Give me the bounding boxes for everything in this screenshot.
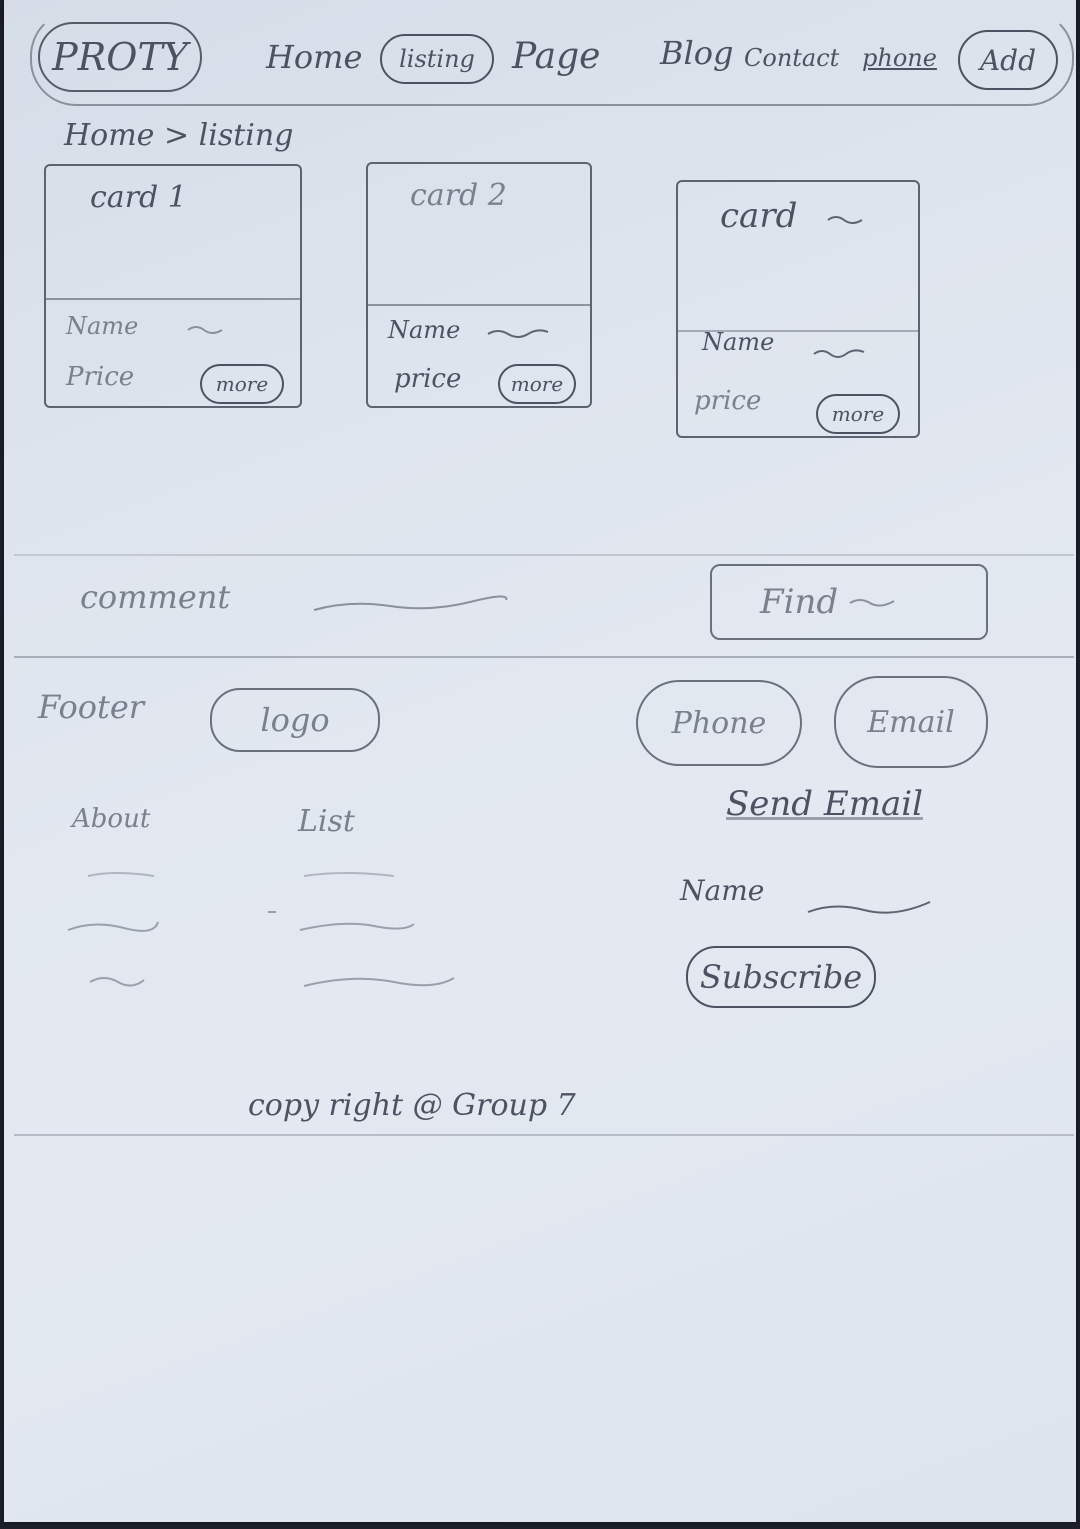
send-email-heading: Send Email bbox=[726, 784, 923, 824]
find-button[interactable]: Find bbox=[710, 564, 988, 640]
card-title: card bbox=[720, 196, 798, 236]
comment-label: comment bbox=[80, 578, 231, 616]
card-name-label: Name bbox=[702, 328, 775, 356]
card-price-label: price bbox=[394, 364, 462, 394]
footer-logo[interactable]: logo bbox=[210, 688, 380, 752]
listing-card[interactable]: card 2 Name price more bbox=[366, 162, 592, 408]
card-name-label: Name bbox=[66, 312, 139, 340]
nav-item-home[interactable]: Home bbox=[266, 38, 363, 76]
add-button[interactable]: Add bbox=[958, 30, 1058, 90]
nav-item-phone[interactable]: phone bbox=[862, 44, 937, 72]
placeholder-squiggle bbox=[187, 326, 223, 334]
placeholder-squiggle bbox=[827, 216, 863, 224]
navbar bbox=[30, 10, 1074, 106]
footer-phone-button[interactable]: Phone bbox=[636, 680, 802, 766]
subscribe-name-label: Name bbox=[680, 874, 765, 907]
footer-about-links[interactable] bbox=[64, 864, 184, 994]
card-divider bbox=[46, 298, 300, 300]
comment-input[interactable] bbox=[310, 594, 510, 618]
nav-item-page[interactable]: Page bbox=[512, 36, 601, 77]
nav-item-listing[interactable]: listing bbox=[380, 34, 494, 84]
more-button[interactable]: more bbox=[498, 364, 576, 404]
section-divider bbox=[14, 554, 1074, 556]
breadcrumb: Home > listing bbox=[64, 118, 294, 153]
footer-divider bbox=[14, 656, 1074, 658]
card-divider bbox=[678, 330, 918, 332]
copyright-text: copy right @ Group 7 bbox=[248, 1088, 576, 1123]
footer-email-button[interactable]: Email bbox=[834, 676, 988, 768]
card-name-label: Name bbox=[388, 316, 461, 344]
footer-list-heading: List bbox=[298, 804, 355, 839]
listing-card[interactable]: card 1 Name Price more bbox=[44, 164, 302, 408]
listing-card[interactable]: card Name price more bbox=[676, 180, 920, 438]
more-button[interactable]: more bbox=[200, 364, 284, 404]
find-label: Find bbox=[760, 582, 839, 622]
brand-logo[interactable]: PROTY bbox=[38, 22, 202, 92]
more-button[interactable]: more bbox=[816, 394, 900, 434]
nav-item-contact[interactable]: Contact bbox=[744, 44, 840, 72]
card-title: card 2 bbox=[410, 178, 507, 213]
placeholder-squiggle bbox=[487, 329, 549, 338]
footer-about-heading: About bbox=[72, 804, 151, 834]
footer-label: Footer bbox=[38, 688, 145, 726]
card-divider bbox=[368, 304, 590, 306]
nav-item-blog[interactable]: Blog bbox=[660, 34, 734, 72]
card-price-label: price bbox=[694, 386, 762, 416]
subscribe-name-input[interactable] bbox=[804, 896, 934, 920]
placeholder-squiggle bbox=[849, 599, 895, 607]
card-title: card 1 bbox=[90, 180, 187, 215]
footer-list-links[interactable] bbox=[264, 864, 464, 994]
bottom-divider bbox=[14, 1134, 1074, 1136]
card-price-label: Price bbox=[66, 362, 135, 392]
subscribe-button[interactable]: Subscribe bbox=[686, 946, 876, 1008]
sketch-paper: PROTY Home listing Page Blog Contact pho… bbox=[4, 0, 1076, 1522]
placeholder-squiggle bbox=[813, 349, 865, 358]
